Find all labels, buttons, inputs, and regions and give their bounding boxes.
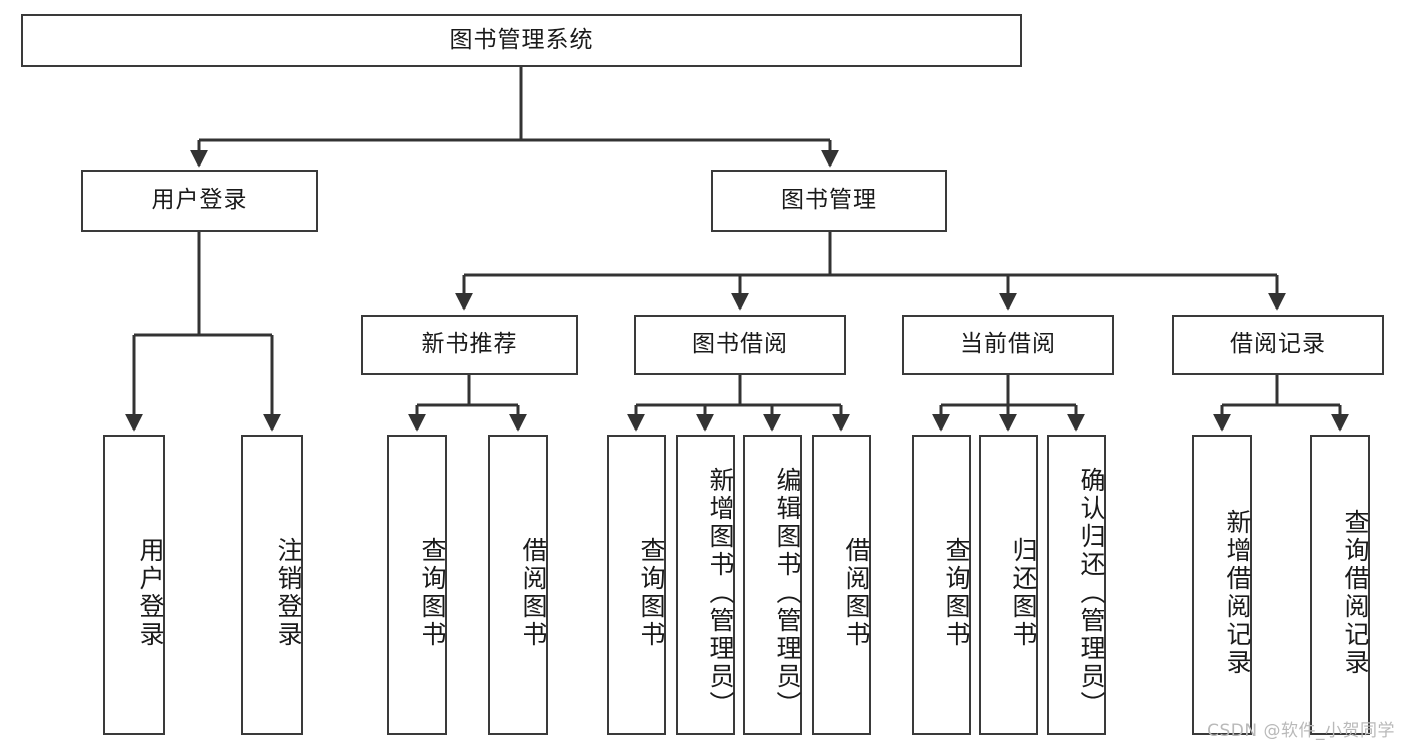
- leaf-user-login-login[interactable]: 用户登录: [103, 435, 165, 735]
- leaf-new-book-query[interactable]: 查询图书: [387, 435, 447, 735]
- leaf-new-book-borrow[interactable]: 借阅图书: [488, 435, 548, 735]
- leaf-current-borrow-return[interactable]: 归还图书: [979, 435, 1038, 735]
- leaf-user-login-logout[interactable]: 注销登录: [241, 435, 303, 735]
- node-borrow-record[interactable]: 借阅记录: [1172, 315, 1384, 375]
- node-label: 用户登录: [151, 187, 248, 214]
- node-label: 借阅记录: [1230, 331, 1326, 358]
- leaf-book-borrow-add[interactable]: 新增图书（管理员）: [676, 435, 735, 735]
- leaf-book-borrow-query[interactable]: 查询图书: [607, 435, 666, 735]
- node-label: 查询图书: [418, 537, 447, 649]
- node-root-system[interactable]: 图书管理系统: [21, 14, 1022, 67]
- node-label: 图书管理系统: [449, 26, 594, 53]
- watermark: CSDN @软件_小贺同学: [1207, 721, 1395, 741]
- node-label: 注销登录: [274, 537, 303, 649]
- node-new-book-recommend[interactable]: 新书推荐: [361, 315, 578, 375]
- node-user-login[interactable]: 用户登录: [81, 170, 318, 232]
- node-label: 确认归还（管理员）: [1077, 467, 1106, 719]
- node-label: 用户登录: [136, 537, 165, 649]
- node-label: 借阅图书: [519, 537, 548, 649]
- node-label: 当前借阅: [960, 331, 1056, 358]
- node-label: 查询图书: [637, 537, 666, 649]
- node-book-management[interactable]: 图书管理: [711, 170, 947, 232]
- node-label: 查询图书: [942, 537, 971, 649]
- node-current-borrow[interactable]: 当前借阅: [902, 315, 1114, 375]
- node-label: 编辑图书（管理员）: [773, 467, 802, 719]
- leaf-book-borrow-edit[interactable]: 编辑图书（管理员）: [743, 435, 802, 735]
- leaf-current-borrow-confirm-return[interactable]: 确认归还（管理员）: [1047, 435, 1106, 735]
- node-label: 查询借阅记录: [1341, 509, 1370, 677]
- leaf-borrow-record-add[interactable]: 新增借阅记录: [1192, 435, 1252, 735]
- node-label: 新增图书（管理员）: [706, 467, 735, 719]
- node-label: 图书管理: [781, 187, 877, 214]
- leaf-book-borrow-borrow[interactable]: 借阅图书: [812, 435, 871, 735]
- node-label: 新增借阅记录: [1223, 509, 1252, 677]
- node-label: 借阅图书: [842, 537, 871, 649]
- node-label: 新书推荐: [421, 331, 518, 358]
- node-label: 归还图书: [1009, 537, 1038, 649]
- node-book-borrow[interactable]: 图书借阅: [634, 315, 846, 375]
- node-label: 图书借阅: [692, 331, 788, 358]
- leaf-borrow-record-query[interactable]: 查询借阅记录: [1310, 435, 1370, 735]
- leaf-current-borrow-query[interactable]: 查询图书: [912, 435, 971, 735]
